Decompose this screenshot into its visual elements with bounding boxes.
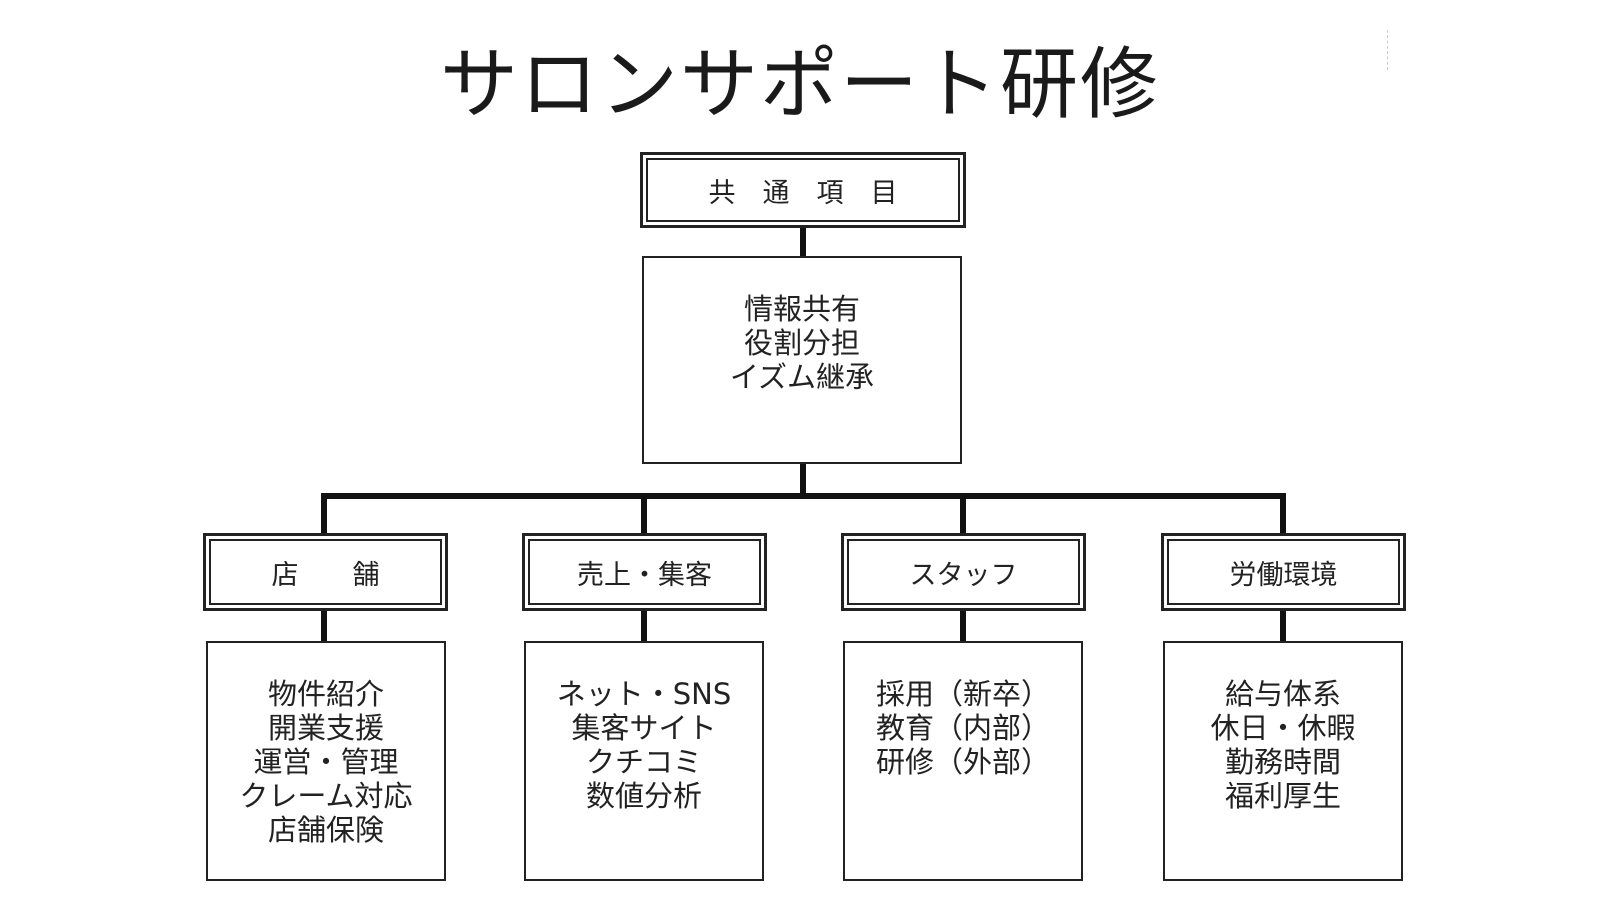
connector-category [1280, 611, 1286, 641]
category-item: 集客サイト [571, 711, 717, 745]
category-header-box: 労働環境 [1161, 533, 1406, 611]
scan-edge-mark [1387, 30, 1390, 70]
category-header-box: 売上・集客 [522, 533, 767, 611]
category-item: 福利厚生 [1224, 779, 1341, 813]
connector-drop [321, 493, 327, 533]
category-item: クチコミ [585, 745, 702, 779]
category-header-label: スタッフ [909, 559, 1018, 591]
root-header-label: 共 通 項 目 [708, 177, 898, 209]
connector-drop [1280, 493, 1286, 533]
category-item: 研修（外部） [875, 745, 1050, 779]
category-item: クレーム対応 [239, 779, 413, 813]
category-content-box: 採用（新卒） 教育（内部） 研修（外部） [843, 641, 1083, 881]
category-header-box: 店 舗 [203, 533, 448, 611]
category-item: 給与体系 [1224, 677, 1341, 711]
diagram-title: サロンサポート研修 [439, 40, 1160, 130]
category-header-box: スタッフ [841, 533, 1086, 611]
connector-category [641, 611, 647, 641]
category-item: 数値分析 [585, 779, 702, 813]
category-header-label: 店 舗 [271, 559, 380, 591]
connector-category [321, 611, 327, 641]
category-item: 休日・休暇 [1210, 711, 1356, 745]
connector-root-bus [800, 464, 806, 496]
category-item: ネット・SNS [556, 677, 732, 711]
root-content-box: 情報共有 役割分担 イズム継承 [642, 256, 962, 464]
category-item: 運営・管理 [253, 745, 399, 779]
category-item: 勤務時間 [1224, 745, 1341, 779]
connector-drop [960, 493, 966, 533]
root-item: イズム継承 [729, 360, 875, 394]
category-header-label: 労働環境 [1229, 559, 1338, 591]
category-header-label: 売上・集客 [577, 559, 712, 591]
root-item: 情報共有 [743, 292, 860, 326]
category-item: 物件紹介 [267, 677, 384, 711]
category-item: 採用（新卒） [875, 677, 1050, 711]
connector-root-header [800, 228, 806, 256]
connector-category [960, 611, 966, 641]
category-content-box: 物件紹介 開業支援 運営・管理 クレーム対応 店舗保険 [206, 641, 446, 881]
connector-drop [641, 493, 647, 533]
category-item: 教育（内部） [875, 711, 1050, 745]
category-item: 開業支援 [267, 711, 384, 745]
branch-bus [321, 493, 1286, 499]
root-item: 役割分担 [743, 326, 860, 360]
category-content-box: ネット・SNS 集客サイト クチコミ 数値分析 [524, 641, 764, 881]
root-header-box: 共 通 項 目 [640, 152, 966, 228]
category-item: 店舗保険 [267, 813, 384, 847]
category-content-box: 給与体系 休日・休暇 勤務時間 福利厚生 [1163, 641, 1403, 881]
